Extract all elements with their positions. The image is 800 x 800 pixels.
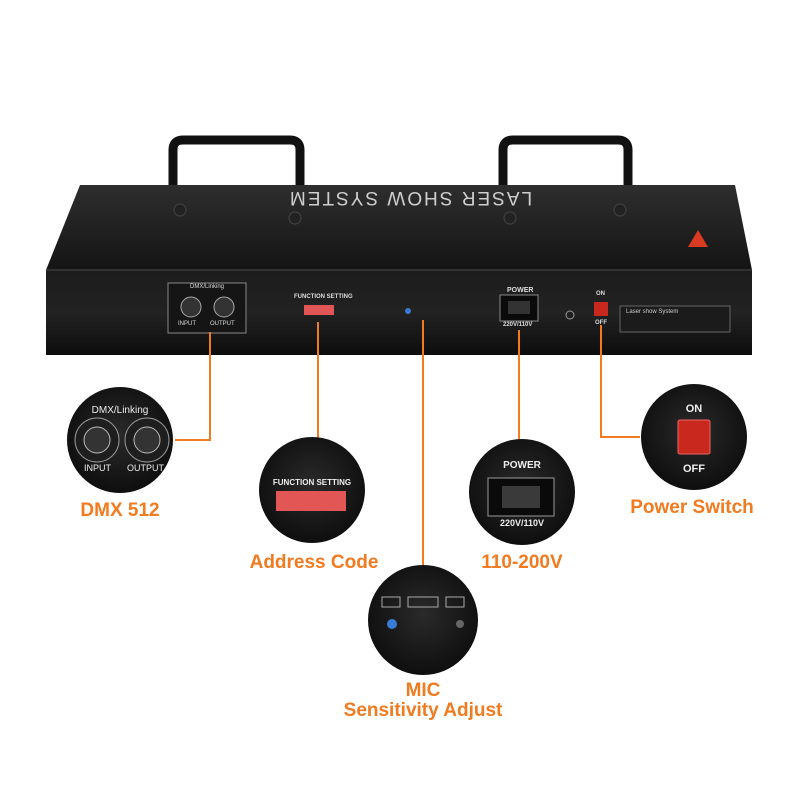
dmx-callout-input: INPUT: [84, 463, 111, 473]
right-handle: [498, 135, 633, 222]
function-callout-circle: [259, 437, 365, 543]
address-code-label: Address Code: [249, 552, 379, 573]
dmx-panel-input: INPUT: [178, 321, 196, 327]
device-top-text: LASER SHOW SYSTEM: [287, 187, 533, 208]
sensitivity-label: Sensitivity Adjust: [343, 700, 503, 721]
power-panel-title: POWER: [507, 287, 534, 294]
spec-sticker-text: Laser show System: [626, 309, 679, 315]
power-switch-label: Power Switch: [630, 497, 754, 518]
laser-warning-icon: [688, 230, 708, 247]
power-switch-small: [594, 302, 608, 316]
spec-sticker: [619, 305, 731, 333]
dmx-callout-output: OUTPUT: [127, 463, 164, 473]
switch-panel-on: ON: [596, 291, 605, 297]
callout-lines: [175, 320, 640, 565]
dmx-label: DMX 512: [80, 500, 160, 521]
dmx-callout-circle: [67, 387, 173, 493]
switch-panel-off: OFF: [595, 320, 607, 326]
dip-switch: [304, 305, 334, 315]
dmx-panel-title: DMX/Linking: [189, 284, 224, 290]
voltage-label: 110-200V: [481, 552, 563, 573]
device-top: [46, 185, 752, 270]
mic-label: MIC: [405, 680, 441, 701]
power-panel-voltage: 220V/110V: [503, 322, 533, 328]
dmx-panel-output: OUTPUT: [210, 321, 235, 327]
mic-callout-circle: [368, 565, 478, 675]
power-callout-voltage: 220V/110V: [499, 518, 545, 528]
function-panel-title: FUNCTION SETTING: [294, 294, 353, 300]
left-handle: [168, 135, 305, 222]
power-callout-title: POWER: [503, 460, 541, 471]
function-callout-title: FUNCTION SETTING: [272, 478, 352, 487]
switch-callout-off: OFF: [683, 463, 705, 475]
dmx-callout-title: DMX/Linking: [91, 405, 149, 416]
switch-callout-on: ON: [685, 403, 703, 415]
